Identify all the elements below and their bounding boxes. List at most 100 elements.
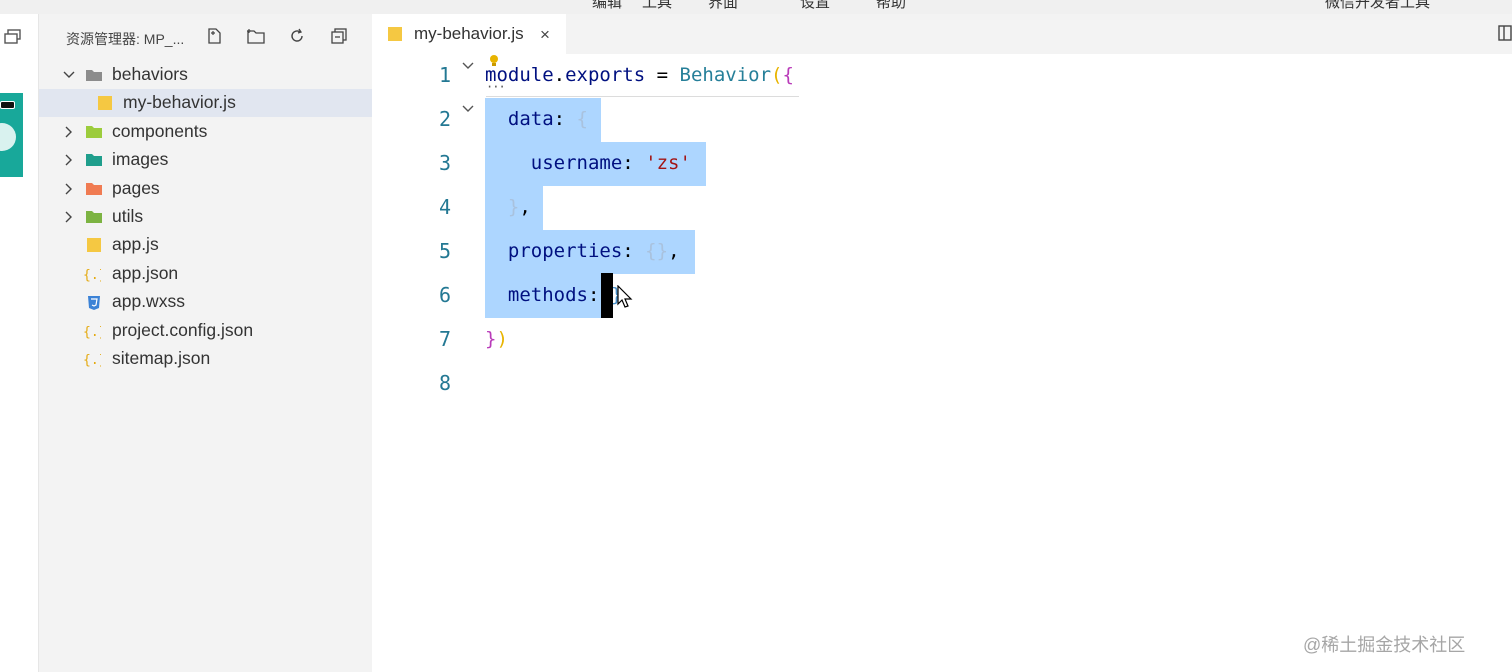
code-token: , [519, 196, 531, 218]
new-folder-icon[interactable] [246, 26, 266, 46]
split-editor-icon[interactable] [1498, 24, 1512, 42]
json-file-icon: {.} [83, 268, 101, 283]
selection-highlight [508, 98, 601, 142]
tree-item-label: app.wxss [112, 291, 185, 311]
code-token: exports [565, 64, 646, 86]
code-area[interactable]: ··· 1 2 3 4 5 6 7 8 module.exports = Beh… [373, 54, 1512, 672]
selection-highlight [485, 98, 508, 318]
menu-item-view[interactable]: 界面 [708, 0, 739, 11]
code-token: ( [771, 64, 783, 86]
chevron-right-icon [65, 154, 72, 166]
close-icon[interactable]: × [540, 25, 550, 44]
tree-item-label: utils [112, 206, 144, 226]
code-token: , [668, 240, 680, 262]
chevron-right-icon [65, 126, 72, 138]
folder-icon [86, 211, 102, 223]
code-token: ) [496, 328, 508, 350]
menu-item-settings[interactable]: 设置 [800, 0, 831, 11]
tree-file-my-behavior-js[interactable]: my-behavior.js [39, 89, 372, 117]
svg-text:{.}: {.} [83, 353, 101, 368]
line-number: 7 [438, 327, 451, 351]
tree-file-app-js[interactable]: app.js [39, 231, 372, 259]
tree-folder-behaviors[interactable]: behaviors [39, 61, 372, 89]
selection-highlight [508, 186, 543, 230]
code-token: 'zs' [645, 152, 691, 174]
tree-folder-utils[interactable]: utils [39, 203, 372, 231]
line-number: 4 [438, 195, 451, 219]
mouse-pointer-icon [617, 285, 633, 308]
tab-label: my-behavior.js [414, 24, 524, 43]
code-token: data [507, 108, 554, 130]
chevron-down-icon [63, 71, 75, 78]
svg-text:{.}: {.} [83, 325, 101, 340]
tree-folder-components[interactable]: components [39, 118, 372, 146]
watermark: @稀土掘金技术社区 [1303, 635, 1466, 655]
tree-item-label: behaviors [112, 64, 188, 84]
folder-open-icon [86, 70, 102, 81]
code-token: { [782, 64, 794, 86]
tree-item-label: pages [112, 178, 160, 198]
folded-ellipsis: ··· [486, 80, 506, 94]
tree-item-label: images [112, 149, 169, 169]
menu-item-tools[interactable]: 工具 [642, 0, 673, 11]
code-line-4: }, [485, 196, 531, 218]
fold-chevron-icon[interactable] [461, 104, 475, 114]
tree-file-app-wxss[interactable]: app.wxss [39, 288, 372, 316]
tree-item-label: my-behavior.js [123, 92, 236, 112]
refresh-icon[interactable] [287, 26, 307, 46]
line-number: 1 [438, 63, 451, 87]
tree-folder-images[interactable]: images [39, 146, 372, 174]
code-token: properties [507, 240, 623, 262]
tab-my-behavior-js[interactable]: my-behavior.js × [373, 14, 566, 54]
line-number: 5 [438, 239, 451, 263]
tab-bar: my-behavior.js × [373, 14, 1512, 54]
code-token: {} [645, 240, 669, 262]
code-token: . [553, 64, 566, 86]
code-line-5: properties: {}, [485, 240, 680, 262]
code-token: Behavior [679, 64, 772, 86]
folder-icon [86, 183, 102, 195]
menu-item-edit[interactable]: 编辑 [592, 0, 623, 11]
tree-file-app-json[interactable]: {.} app.json [39, 260, 372, 288]
menu-item-help[interactable]: 帮助 [876, 0, 907, 11]
code-token: : [622, 152, 646, 174]
tree-folder-pages[interactable]: pages [39, 175, 372, 203]
text-cursor [601, 273, 613, 318]
menu-item-devtools[interactable]: 微信开发者工具 [1325, 0, 1431, 11]
code-token: : [553, 108, 577, 130]
selection-highlight [508, 230, 695, 274]
explorer-title: 资源管理器: MP_... [66, 31, 185, 47]
tree-item-label: project.config.json [112, 320, 254, 340]
js-file-icon [98, 96, 112, 110]
code-token: : [587, 284, 600, 306]
code-line-7: }) [485, 328, 508, 350]
folder-icon [86, 126, 102, 138]
code-token: { [576, 108, 588, 130]
simulator-strip [0, 14, 39, 672]
collapse-all-icon[interactable] [329, 26, 349, 46]
line-number: 2 [438, 107, 451, 131]
tree-item-label: sitemap.json [112, 348, 211, 368]
tree-item-label: app.json [112, 263, 179, 283]
simulator-preview[interactable] [0, 93, 23, 177]
js-file-icon [87, 238, 101, 252]
code-line-3: username: 'zs' [485, 152, 691, 174]
selection-highlight [508, 142, 706, 186]
explorer-header: 资源管理器: MP_... [39, 14, 372, 60]
tree-item-label: app.js [112, 234, 159, 254]
explorer-panel: 资源管理器: MP_... behaviors [39, 14, 372, 672]
tree-file-project-config-json[interactable]: {.} project.config.json [39, 317, 372, 345]
lightbulb-icon[interactable] [488, 54, 500, 68]
tree-file-sitemap-json[interactable]: {.} sitemap.json [39, 345, 372, 373]
chevron-right-icon [65, 211, 72, 223]
window-restore-icon[interactable] [3, 28, 23, 46]
tree-item-label: components [112, 121, 208, 141]
code-token: } [507, 196, 520, 218]
battery-icon [0, 101, 15, 109]
new-file-icon[interactable] [204, 26, 224, 46]
menu-bar: 编辑 工具 界面 设置 帮助 微信开发者工具 [0, 0, 1512, 14]
css-file-icon [88, 296, 100, 310]
code-line-2: data: { [485, 108, 588, 130]
fold-chevron-icon[interactable] [461, 61, 475, 71]
